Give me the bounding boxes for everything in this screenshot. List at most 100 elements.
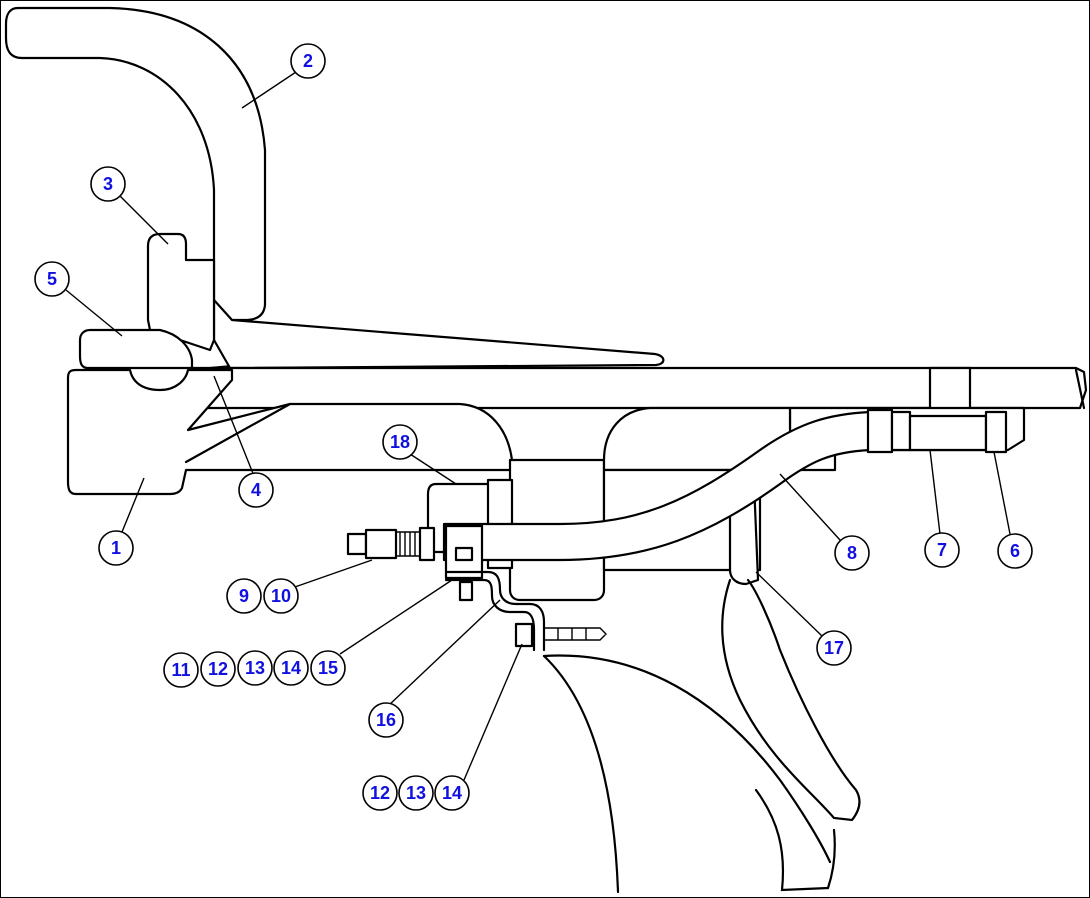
callout-2: 2 [290,43,326,79]
leader-16 [387,599,501,707]
callout-circle [98,530,134,566]
rail-clamp [928,366,972,412]
clamp-bolt [458,580,474,602]
callout-label: 14 [281,658,301,678]
callout-circle [238,472,274,508]
leader-4 [213,375,255,477]
part-3-bracket [146,232,216,352]
callout-10: 10 [263,578,299,614]
callout-label: 15 [318,658,338,678]
callout-6: 6 [997,533,1033,569]
callout-label: 7 [937,540,947,560]
callout-label: 9 [239,586,249,606]
part-2-arm [212,298,665,370]
callout-circle [273,650,309,686]
callout-label: 18 [390,432,410,452]
callout-circle [200,651,236,687]
valve-thread [395,531,421,557]
callout-label: 2 [303,51,313,71]
callout-label: 14 [442,783,462,803]
leader-14 [463,643,523,781]
callout-circle [816,630,852,666]
rail-end-cut [1074,368,1086,410]
part-1-edge [184,402,292,464]
hose-fitting [866,408,894,454]
part-5-pad [78,328,194,370]
part-1-base [66,368,514,496]
callout-9: 9 [226,578,262,614]
callout-label: 8 [847,543,857,563]
valve-body [418,526,436,562]
callout-17: 17 [816,630,852,666]
callout-14: 14 [273,650,309,686]
callout-8: 8 [834,535,870,571]
callout-circle [226,578,262,614]
callout-circle [362,775,398,811]
part-10-valve [364,528,398,560]
callout-15: 15 [310,650,346,686]
leader-9-10 [291,559,373,589]
leader-6 [993,451,1011,535]
callout-circle [34,261,70,297]
callout-label: 4 [251,480,261,500]
callout-label: 11 [171,660,190,680]
callout-11: 11 [163,652,199,688]
leader-15 [339,579,453,655]
tire-curve-inner [542,654,620,894]
callout-circle [237,650,273,686]
callout-circle [310,650,346,686]
callout-label: 17 [824,638,844,658]
callout-circle [290,43,326,79]
callout-circle [382,424,418,460]
callout-circle [398,775,434,811]
lower-bolt-head [514,622,534,648]
callout-label: 5 [47,269,57,289]
part-16-bracket-inner [444,578,536,652]
callout-7: 7 [924,532,960,568]
part-16-bracket [444,570,546,652]
hose-nut [890,410,912,452]
callout-16: 16 [368,702,404,738]
callout-circle [924,532,960,568]
callout-label: 12 [370,783,390,803]
tire-curve-outer [721,578,861,822]
callout-circle [368,702,404,738]
callout-circle [997,533,1033,569]
callout-label: 12 [208,659,228,679]
leader-18 [409,453,457,485]
callout-circle [263,578,299,614]
tire-curve-mid [542,654,832,864]
callout-3: 3 [90,166,126,202]
callout-label: 6 [1010,541,1020,561]
callout-4: 4 [238,472,274,508]
callout-12: 12 [362,775,398,811]
leader-8 [779,473,841,541]
part-9-nut [346,532,368,556]
callout-circle [90,166,126,202]
callout-label: 13 [245,658,265,678]
callout-label: 13 [406,783,426,803]
leader-1 [121,477,145,533]
leader-5 [65,289,123,337]
callout-12: 12 [200,651,236,687]
callout-circle [434,775,470,811]
callout-13: 13 [398,775,434,811]
clamp-nut [454,546,474,562]
leader-lines [65,71,1011,781]
callout-14: 14 [434,775,470,811]
leader-2 [241,71,297,109]
callout-1: 1 [98,530,134,566]
part-6-bolt [984,410,1008,454]
callout-5: 5 [34,261,70,297]
lower-bolt-thread [543,627,607,641]
callout-label: 10 [271,586,291,606]
callout-label: 3 [103,174,113,194]
callout-13: 13 [237,650,273,686]
leader-7 [929,449,941,535]
callout-circle [834,535,870,571]
tire-base [754,788,836,892]
leader-17 [755,571,823,637]
